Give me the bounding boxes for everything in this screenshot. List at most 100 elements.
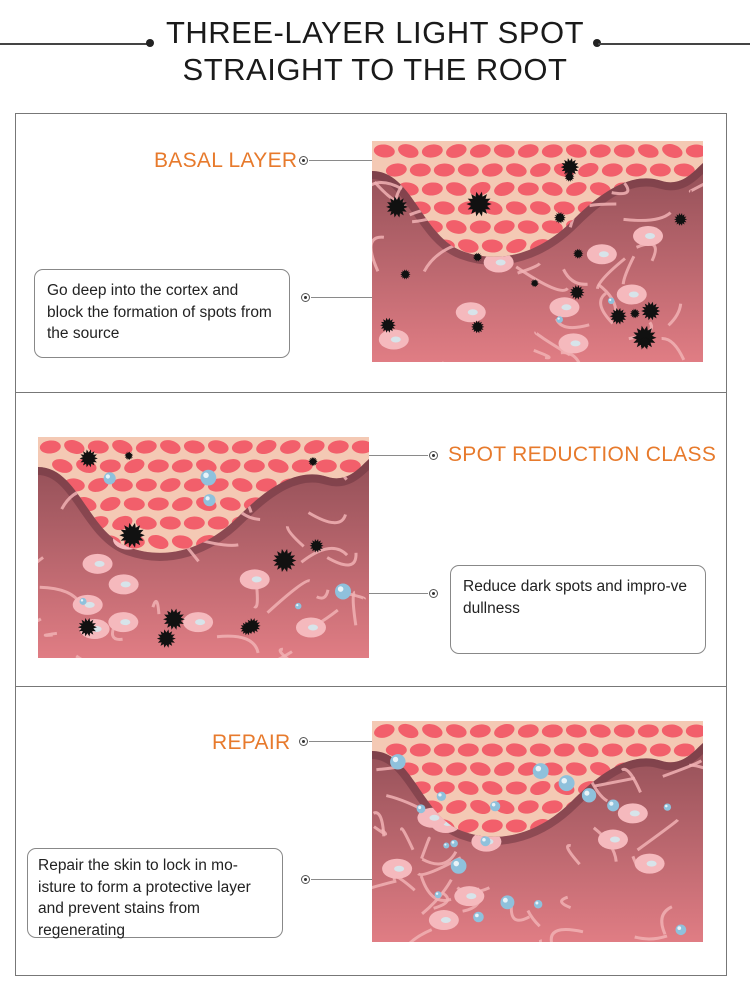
epidermis-cell [304,440,325,454]
epidermis-cell [494,723,515,739]
skin-layer-illustration [372,141,703,362]
epidermis-cell [135,478,157,492]
epidermis-cell [685,724,703,738]
epidermis-cell [446,220,467,234]
melanin-spot [163,608,185,630]
epidermis-cell [601,163,623,177]
melanin-spot [386,196,408,218]
melanin-spot [560,158,580,177]
title-line-1: THREE-LAYER LIGHT SPOT [165,15,585,50]
label-pointer-line [309,741,372,742]
epidermis-cell [219,497,241,511]
epidermis-cell [256,439,277,455]
moisture-drop [558,775,575,792]
moisture-drop [607,297,615,305]
epidermis-cell [542,182,563,196]
epidermis-cell [421,762,443,776]
melanin-spot [244,618,261,634]
header-left-dot [146,39,154,47]
epidermis-cell [135,440,157,454]
epidermis-cell [458,781,479,795]
epidermis-cell [625,743,647,757]
epidermis-cell [421,182,443,196]
epidermis-cell [99,459,121,473]
epidermis-cell [481,163,503,177]
epidermis-cell [445,182,467,196]
page-title: THREE-LAYER LIGHT SPOT STRAIGHT TO THE R… [150,14,600,88]
epidermis-cell [268,459,289,473]
melanin-spot [573,248,584,259]
epidermis-cell [481,239,503,253]
epidermis-cell [649,743,671,757]
epidermis-cell [589,144,611,158]
epidermis-cell [506,238,527,254]
melanin-spot [629,308,640,319]
epidermis-cell [433,781,455,795]
epidermis-cell [280,440,301,454]
moisture-drop [490,801,501,812]
epidermis-cell [111,478,133,492]
epidermis-cell [409,163,431,177]
moisture-drop [103,472,116,485]
epidermis-cell [505,819,527,833]
moisture-drop [675,924,687,936]
epidermis-cell [589,724,611,738]
epidermis-cell [148,534,169,550]
melanin-spot [641,301,661,321]
epidermis-cell [662,144,683,158]
label-pointer-line [369,455,428,456]
epidermis-cell [87,440,109,454]
epidermis-cell [505,743,527,757]
section-label-basal-layer: BASAL LAYER [154,149,298,172]
epidermis-cell [446,144,467,158]
epidermis-cell [553,743,575,757]
epidermis-cell [481,743,503,757]
epidermis-cell [172,497,193,511]
epidermis-cell [517,144,539,158]
epidermis-cell [673,743,695,757]
epidermis-cell [517,182,539,196]
content-frame [15,113,727,976]
epidermis-cell [183,516,205,530]
epidermis-cell [590,762,611,776]
epidermis-cell [469,144,491,158]
melanin-spot [569,285,585,300]
moisture-drop [436,791,447,802]
epidermis-cell [409,743,431,757]
epidermis-cell [159,516,181,530]
epidermis-cell [183,440,205,454]
epidermis-cell [625,163,647,177]
epidermis-cell [315,459,337,473]
epidermis-cell [433,743,455,757]
box-pointer-dot [301,875,310,884]
box-pointer-line [311,879,372,880]
epidermis-cell [232,478,253,492]
moisture-drop [581,788,597,803]
melanin-spot [400,269,411,280]
epidermis-cell [493,144,515,158]
moisture-drop [434,891,442,899]
moisture-drop [390,754,406,770]
epidermis-cell [421,144,443,158]
epidermis-cell [52,459,73,473]
melanin-spot [272,549,297,572]
melanin-spot [471,320,485,334]
epidermis-cell [208,440,229,454]
epidermis-cell [171,459,193,473]
epidermis-cell [541,724,563,738]
melanin-spot [380,317,396,333]
epidermis-cell [578,162,599,178]
epidermis-cell [661,724,683,738]
box-pointer-dot [301,293,310,302]
moisture-drop [450,858,467,874]
melanin-spot [309,539,324,553]
epidermis-cell [469,220,491,234]
melanin-spot [308,457,318,467]
epidermis-cell [135,516,157,530]
melanin-spot [530,279,539,288]
epidermis-cell [457,743,479,757]
epidermis-cell [505,163,527,177]
epidermis-cell [505,781,527,795]
melanin-spot [156,629,176,648]
moisture-drop [79,597,87,605]
